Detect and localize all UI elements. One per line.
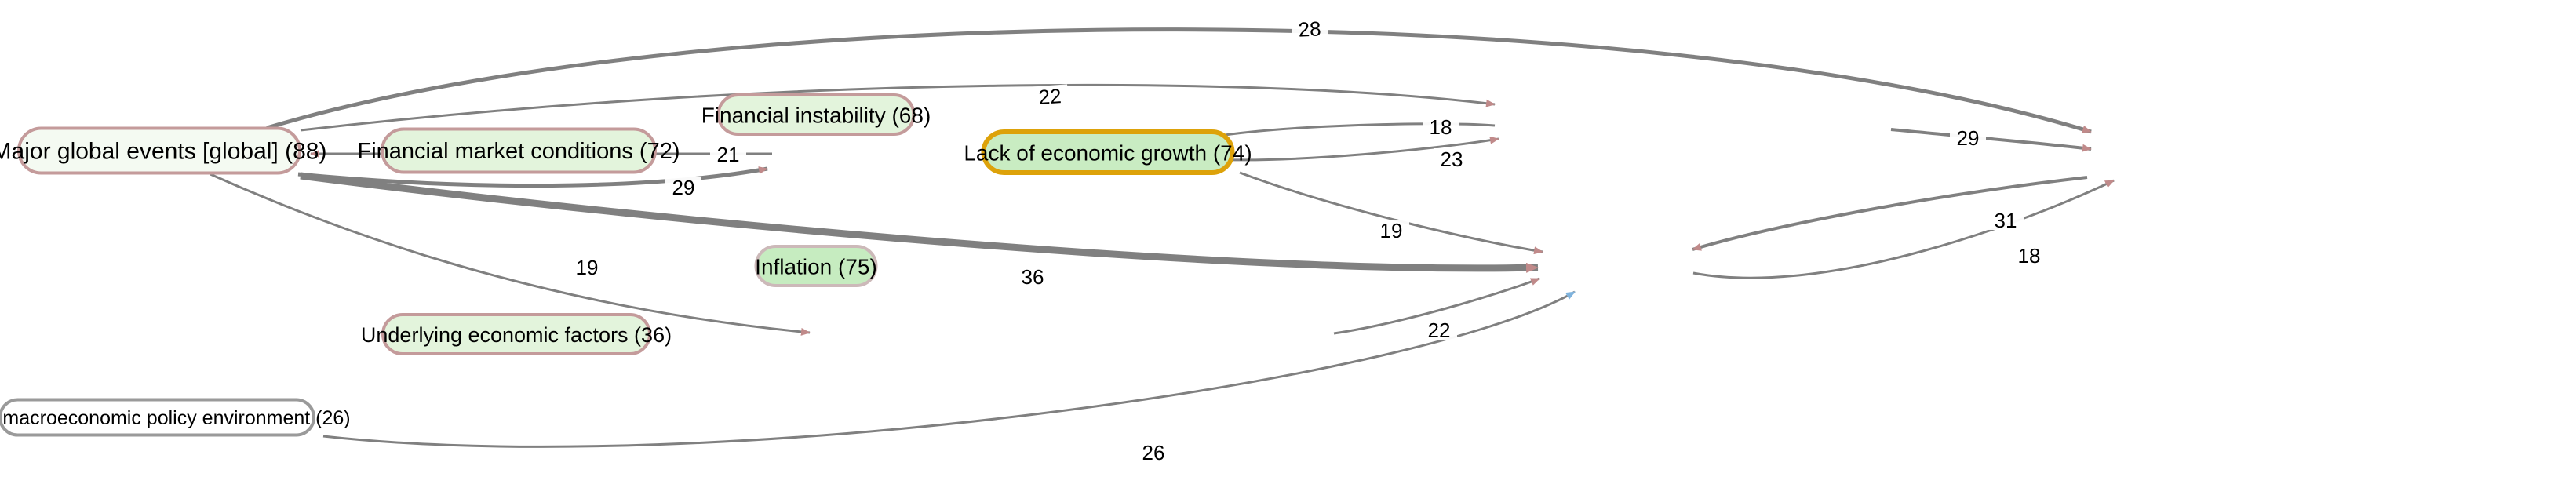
edge-weight-text: 29 — [672, 176, 695, 199]
edge-weight-text: 23 — [1441, 147, 1463, 171]
edge-major-global-events-to-lack-of-economic-growth — [266, 27, 2092, 134]
node-underlying-economic-factors[interactable]: Underlying economic factors (36) — [361, 313, 672, 355]
edges-layer — [210, 27, 2115, 448]
edge-label-halo — [569, 257, 605, 277]
node-label-text: Financial instability (68) — [701, 104, 931, 128]
node-financial-market-conditions[interactable]: Financial market conditions (72) — [357, 127, 680, 174]
edge-financial-instability-to-financial-market-conditions — [1213, 122, 1496, 140]
edge-weight-text: 36 — [1022, 265, 1044, 289]
edge-underlying-economic-factors-to-inflation — [1333, 277, 1540, 335]
edge-financial-instability-to-lack-of-economic-growth — [1890, 128, 2092, 152]
edge-weight-text: 22 — [1428, 319, 1451, 342]
edge-weight-text: 19 — [576, 256, 599, 279]
node-label-text: Inflation (75) — [755, 255, 877, 279]
edge-label-e-fmc-fi-23: 23 — [1434, 147, 1470, 171]
edge-inflation-to-lack-of-economic-growth — [1692, 179, 2115, 279]
edge-label-halo — [2011, 245, 2047, 265]
edge-label-e-fi-fmc-18: 18 — [1423, 115, 1459, 139]
node-financial-instability[interactable]: Financial instability (68) — [701, 93, 931, 136]
node-major-global-events[interactable]: Major global events [global] (88) — [0, 126, 326, 175]
edge-label-halo — [1421, 319, 1457, 340]
edge-label-e-loeg-inf-31: 31 — [1988, 209, 2024, 232]
edge-label-halo — [1015, 266, 1051, 286]
edge-label-e-fmc-mge-21: 21 — [710, 143, 746, 166]
edge-major-global-events-to-financial-market-conditions — [297, 166, 768, 188]
edge-weight-text: 21 — [717, 143, 740, 166]
node-label-text: Underlying economic factors (36) — [361, 323, 672, 347]
node-inflation[interactable]: Inflation (75) — [754, 245, 878, 287]
edge-label-halo — [1988, 209, 2024, 230]
node-shape[interactable] — [381, 127, 657, 174]
edge-label-halo — [1434, 148, 1470, 169]
edge-label-e-uef-inf-22: 22 — [1421, 319, 1457, 342]
edge-label-e-mge-loeg-28: 28 — [1291, 16, 1328, 42]
node-macroeconomic-policy-environment[interactable]: The macroeconomic policy environment (26… — [0, 398, 351, 437]
node-shape[interactable] — [754, 245, 878, 287]
edge-label-e-mpe-inf-26: 26 — [1135, 441, 1171, 464]
node-shape[interactable] — [981, 129, 1235, 175]
edge-financial-market-conditions-to-financial-instability — [1210, 136, 1499, 162]
node-label-text: Financial market conditions (72) — [357, 139, 680, 164]
edge-weight-text: 29 — [1957, 126, 1980, 150]
edge-label-e-fmc-inf-19: 19 — [1373, 219, 1409, 242]
edge-label-halo — [1950, 127, 1986, 147]
edge-weight-text: 18 — [1430, 115, 1452, 139]
edge-weight-text: 19 — [1380, 219, 1403, 242]
edge-label-e-mge-fi-22: 22 — [1031, 84, 1069, 109]
edge-label-halo — [710, 144, 746, 164]
edge-weight-text: 31 — [1995, 209, 2017, 232]
edge-label-halo — [1423, 116, 1459, 137]
edge-weight-text: 22 — [1038, 84, 1062, 109]
edge-major-global-events-to-underlying-economic-factors — [210, 173, 811, 336]
nodes-layer: Major global events [global] (88) Financi… — [0, 93, 1252, 437]
node-shape[interactable] — [381, 313, 651, 355]
node-label-text: The macroeconomic policy environment (26… — [0, 407, 351, 429]
edge-label-e-mge-fmc-29: 29 — [665, 176, 701, 199]
node-shape[interactable] — [17, 126, 301, 175]
edge-label-halo — [1373, 220, 1409, 240]
edge-label-halo — [665, 177, 701, 197]
node-shape[interactable] — [716, 93, 916, 136]
node-label-text: Lack of economic growth (74) — [964, 141, 1252, 166]
edge-label-halo — [1135, 442, 1171, 462]
edge-lack-of-economic-growth-to-inflation — [1692, 176, 2088, 251]
edge-weight-text: 18 — [2018, 244, 2041, 268]
edge-label-e-fi-loeg-29: 29 — [1950, 126, 1986, 150]
node-shape[interactable] — [0, 398, 315, 437]
node-label-text: Major global events [global] (88) — [0, 139, 326, 165]
edge-label-e-inf-loeg-18: 18 — [2011, 244, 2047, 268]
edge-label-e-mge-inf-36: 36 — [1015, 265, 1051, 289]
edge-label-halo — [1031, 84, 1069, 107]
edge-weight-text: 26 — [1142, 441, 1165, 464]
edge-major-global-events-to-financial-instability — [300, 83, 1496, 132]
edge-label-e-mge-uef-19: 19 — [569, 256, 605, 279]
edge-weight-text: 28 — [1298, 16, 1321, 41]
edge-label-halo — [1291, 16, 1328, 40]
edge-major-global-events-to-inflation — [300, 172, 1539, 273]
edge-macroeconomic-policy-environment-to-inflation — [322, 290, 1576, 448]
node-lack-of-economic-growth[interactable]: Lack of economic growth (74) — [964, 129, 1252, 175]
